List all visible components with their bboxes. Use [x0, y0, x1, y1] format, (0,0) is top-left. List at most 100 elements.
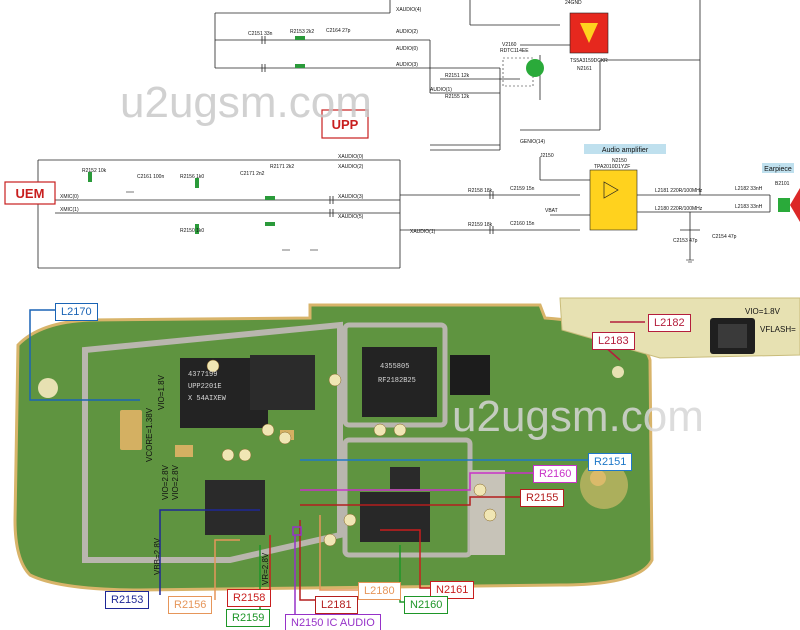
chip-text-1: 4377199: [188, 371, 217, 379]
amp-title: Audio amplifier: [602, 147, 649, 154]
test-point: [612, 366, 624, 378]
amplifier-triangle: [603, 181, 619, 199]
uem-label: UEM: [16, 186, 45, 201]
mounting-hole-left: [38, 378, 58, 398]
value-l2180: L2180 220R/100MHz: [655, 206, 703, 212]
mounting-pad-right: [580, 461, 628, 509]
value-c2171: C2171 2n2: [240, 171, 265, 177]
switch-symbol-triangle: [580, 23, 598, 43]
shield-frame-rf: [342, 322, 448, 428]
value-r2171: R2171 2k2: [270, 164, 294, 170]
chip-text-2: UPP2201E: [188, 383, 222, 391]
audio-schematic: XAUDIO(4) AUDIO(2) AUDIO(0) AUDIO(3) AUD…: [4, 0, 800, 269]
amplifier-n2150: [589, 169, 638, 231]
net-xaudio1: XAUDIO(1): [410, 229, 436, 235]
label-n2150-ic-audio: N2150 IC AUDIO: [285, 614, 381, 630]
earpiece-title-bg: [762, 163, 794, 173]
value-j2150: J2150: [540, 153, 554, 159]
value-c2153: C2153 47p: [673, 238, 698, 244]
chip-memory: [250, 355, 315, 410]
net-audio1: AUDIO(1): [430, 87, 452, 93]
net-24gnd: 24GND: [565, 0, 582, 6]
uem-block: [4, 181, 56, 205]
label-r2153: R2153: [105, 591, 150, 609]
voltage-vr: VR=2.8V: [261, 552, 270, 585]
value-r2156: R2156 1k0: [180, 174, 204, 180]
label-r2158: R2158: [227, 589, 272, 607]
switch-ref: N2161: [577, 66, 592, 72]
connector-battery: [450, 355, 490, 395]
earpiece-symbol: [778, 198, 790, 212]
net-xaudio4: XAUDIO(4): [396, 7, 422, 13]
value-c2151: C2151 33n: [248, 31, 273, 37]
label-r2159: R2159: [226, 609, 271, 627]
net-audio3: AUDIO(3): [396, 62, 418, 68]
value-l2182: L2182 33nH: [735, 186, 763, 192]
value-r2150: R2150 1k0: [180, 228, 204, 234]
label-r2160: R2160: [533, 465, 578, 483]
amp-part: TPA2010D1YZF: [594, 164, 630, 170]
voltage-vio-1: VIO=1.8V: [157, 374, 166, 410]
switch-part-number: TS5A3159DCKR: [570, 58, 608, 64]
chip-text-3: X 54AIXEW: [188, 395, 227, 403]
label-r2155: R2155: [520, 489, 565, 507]
value-r2158: R2158 18k: [468, 188, 493, 194]
net-audio2: AUDIO(2): [396, 29, 418, 35]
transistor-symbol: [526, 59, 544, 77]
voltage-vcore: VCORE=1.38V: [145, 407, 154, 462]
value-c2164: C2164 27p: [326, 28, 351, 34]
earpiece-connector-inner: [718, 324, 747, 348]
voltage-vio-3: VIO=2.8V: [171, 464, 180, 500]
label-l2183: L2183: [592, 332, 635, 350]
net-audio0: AUDIO(0): [396, 46, 418, 52]
label-r2156: R2156: [168, 596, 213, 614]
net-genio14: GENIO(14): [520, 139, 545, 145]
voltage-vbb: VBB=2.8V: [153, 537, 162, 575]
value-c2161: C2161 100n: [137, 174, 164, 180]
upp-label: UPP: [332, 117, 359, 132]
net-vbat: VBAT: [545, 208, 558, 214]
voltage-vio-2: VIO=2.8V: [161, 464, 170, 500]
chip-uem: [205, 480, 265, 535]
value-r2159: R2159 18k: [468, 222, 493, 228]
net-xaudio2: XAUDIO(2): [338, 164, 364, 170]
net-xmic0: XMIC(0): [60, 194, 79, 200]
label-r2151: R2151: [588, 453, 633, 471]
earpiece-title: Earpiece: [764, 166, 792, 173]
value-l2181: L2181 220R/100MHz: [655, 188, 703, 194]
chip-rf: [362, 347, 437, 417]
voltage-vflash: VFLASH=: [760, 325, 796, 334]
value-r2151: R2151 12k: [445, 73, 470, 79]
net-xmic1: XMIC(1): [60, 207, 79, 213]
value-l2183: L2183 33nH: [735, 204, 763, 210]
net-xaudio0: XAUDIO(0): [338, 154, 364, 160]
amp-title-bg: [584, 144, 666, 154]
amp-ref: N2150: [612, 158, 627, 164]
upp-block: [321, 109, 369, 139]
chip-text-5: RF2182B25: [378, 377, 416, 385]
chip-n2150: [390, 467, 420, 489]
net-xaudio5: XAUDIO(5): [338, 214, 364, 220]
value-r2153: R2153 2k2: [290, 29, 314, 35]
net-xaudio3: XAUDIO(3): [338, 194, 364, 200]
transistor-ref: V2160: [502, 42, 517, 48]
value-r2155: R2155 12k: [445, 94, 470, 100]
chip-bottom: [360, 492, 430, 542]
label-n2160: N2160: [404, 596, 449, 614]
shield-frame-left: [82, 321, 343, 563]
value-c2154: C2154 47p: [712, 234, 737, 240]
label-l2180: L2180: [358, 582, 401, 600]
n2150-marker: [292, 526, 302, 536]
voltage-vio-flex: VIO=1.8V: [745, 307, 781, 316]
earpiece-ref: B2101: [775, 181, 790, 187]
watermark-top: u2ugsm.com: [120, 78, 372, 127]
label-l2181: L2181: [315, 596, 358, 614]
earpiece-connector: [790, 188, 800, 222]
value-c2159: C2159 15n: [510, 186, 535, 192]
value-r2152: R2152 10k: [82, 168, 107, 174]
watermark-bottom: u2ugsm.com: [452, 392, 704, 441]
chip-text-4: 4355805: [380, 363, 409, 371]
label-l2182: L2182: [648, 314, 691, 332]
